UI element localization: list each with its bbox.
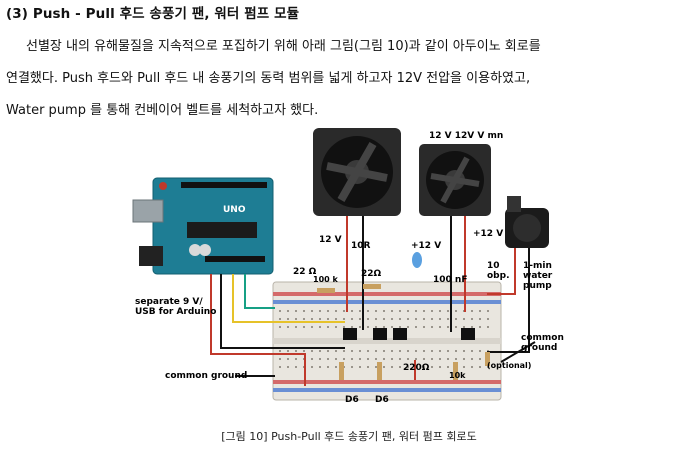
- resistor-22: [317, 288, 335, 293]
- label-r22-left: 22 Ω: [293, 267, 317, 277]
- fan-right: [419, 144, 491, 216]
- body-paragraph: 선별장 내의 유해물질을 지속적으로 포집하기 위해 아래 그림(그림 10)과…: [6, 31, 692, 127]
- label-plus12v-a: +12 V: [411, 241, 441, 251]
- label-plus12v-b: +12 V: [473, 229, 503, 239]
- label-d6b: D6: [375, 395, 389, 405]
- label-r220: 220Ω: [403, 363, 430, 373]
- label-r100k: 100 k: [313, 275, 338, 284]
- mosfet-2: [373, 328, 387, 340]
- mosfet-4: [461, 328, 475, 340]
- arduino-logo-text: UNO: [223, 205, 246, 215]
- arduino-board: UNO: [132, 177, 274, 275]
- section-heading: (3) Push - Pull 후드 송풍기 팬, 워터 펌프 모듈: [6, 6, 300, 22]
- label-r10k: 10k: [449, 371, 466, 380]
- resistor-22-mid: [363, 284, 381, 289]
- circuit-diagram: UNO: [132, 128, 564, 405]
- circuit-figure: UNO: [115, 122, 601, 412]
- resistor-d6b: [377, 362, 382, 380]
- label-optional: (optional): [487, 361, 531, 370]
- fan-left: [313, 128, 401, 216]
- resistor-10k: [453, 362, 458, 380]
- label-separate: separate 9 V/USB for Arduino: [135, 297, 216, 317]
- paragraph-line-1: 선별장 내의 유해물질을 지속적으로 포집하기 위해 아래 그림(그림 10)과…: [26, 39, 541, 54]
- label-fan-right-volt: 12 V 12V V mn: [429, 131, 503, 141]
- resistor-optional: [485, 352, 490, 366]
- water-pump: [505, 196, 549, 248]
- label-fan-left-volt: 12 V: [319, 235, 342, 245]
- paragraph-line-3: Water pump 를 통해 컨베이어 벨트를 세척하고자 했다.: [6, 103, 319, 118]
- label-d6a: D6: [345, 395, 359, 405]
- label-r22-mid: 22Ω: [361, 269, 382, 279]
- label-10r: 10R: [351, 241, 371, 251]
- paragraph-line-2: 연결했다. Push 후드와 Pull 후드 내 송풍기의 동력 범위를 넓게 …: [6, 71, 531, 86]
- label-100nf: 100 nF: [433, 275, 467, 285]
- mosfet-1: [343, 328, 357, 340]
- resistor-d6a: [339, 362, 344, 380]
- led: [412, 252, 422, 268]
- mosfet-3: [393, 328, 407, 340]
- label-common-ground-left: common ground: [165, 371, 247, 381]
- figure-caption: [그림 10] Push-Pull 후드 송풍기 팬, 워터 펌프 회로도: [221, 430, 477, 443]
